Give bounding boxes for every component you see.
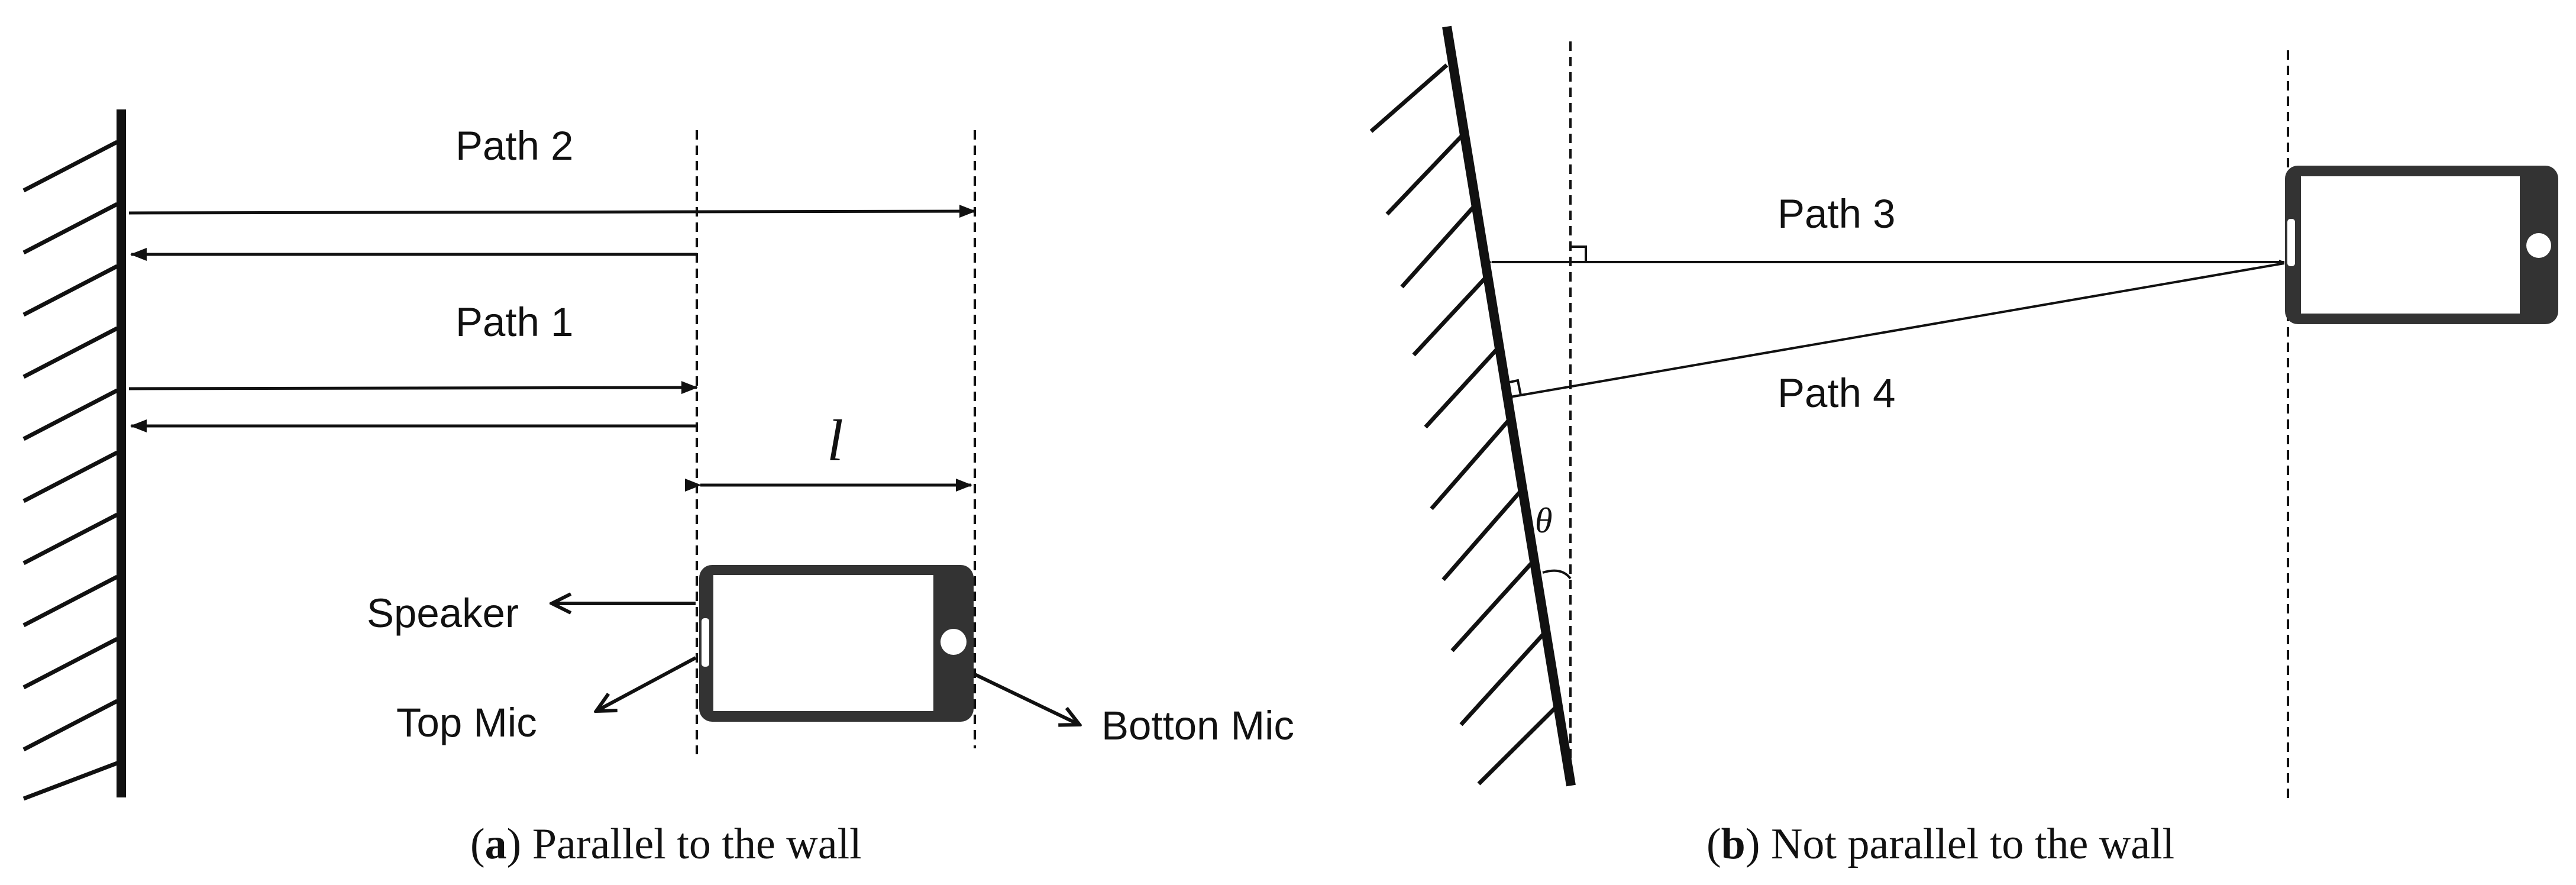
- path3-label: Path 3: [1777, 191, 1896, 237]
- caption-b-text: Not parallel to the wall: [1770, 820, 2175, 868]
- path1-outgoing-arrow: [128, 381, 698, 395]
- phone-a-screen: [713, 575, 933, 711]
- path4-right-angle-marker: [1502, 379, 1522, 398]
- phone-a-home-button: [940, 629, 967, 655]
- bottom-mic-label: Botton Mic: [1101, 703, 1294, 748]
- wall-b: [1369, 25, 1576, 787]
- caption-b-letter: b: [1721, 820, 1746, 868]
- phone-a: [699, 565, 974, 722]
- speaker-label: Speaker: [367, 590, 519, 636]
- path2-label: Path 2: [455, 123, 574, 169]
- phone-a-speaker-slot: [702, 618, 709, 667]
- top-mic-label: Top Mic: [396, 700, 537, 745]
- distance-l-label: l: [827, 408, 843, 473]
- wall-a-hatching: [22, 140, 118, 801]
- wall-a: [22, 109, 126, 801]
- phone-b-home-button: [2526, 233, 2551, 258]
- wall-b-hatching: [1369, 63, 1561, 786]
- path2-outgoing-arrow: [128, 205, 976, 218]
- caption-a: (a) Parallel to the wall: [470, 820, 862, 868]
- path4-label: Path 4: [1777, 370, 1896, 416]
- theta-label: θ: [1535, 501, 1552, 540]
- path4-arrow: [1507, 262, 2285, 399]
- phone-b-screen: [2301, 176, 2520, 314]
- path1-label: Path 1: [455, 299, 574, 345]
- top-mic-arrow: [596, 656, 697, 711]
- caption-a-text: Parallel to the wall: [532, 820, 862, 868]
- caption-a-letter: a: [484, 820, 507, 868]
- panel-b: Path 3 Path 4 θ: [1369, 25, 2558, 799]
- bottom-mic-arrow: [974, 673, 1079, 725]
- phone-b: [2285, 166, 2558, 324]
- theta-angle-arc: [1542, 569, 1572, 580]
- phone-b-speaker-slot: [2287, 219, 2295, 266]
- path3-right-angle-marker: [1570, 246, 1587, 262]
- caption-b: (b) Not parallel to the wall: [1706, 820, 2175, 868]
- panel-a: Path 2 Path 1 l Speaker Top Mic Botton M…: [22, 109, 1294, 801]
